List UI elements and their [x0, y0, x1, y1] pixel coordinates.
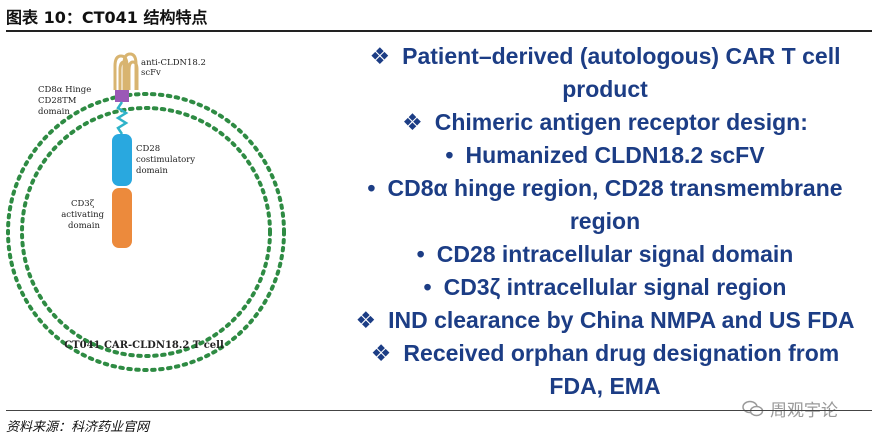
car-t-cell-diagram: anti-CLDN18.2 scFv CD8α Hinge CD28TM dom…: [6, 52, 286, 372]
dot-bullet-icon: •: [445, 142, 454, 168]
diamond-bullet-icon: ❖: [402, 109, 423, 135]
watermark: 周观宇论: [742, 396, 838, 421]
diamond-bullet-icon: ❖: [370, 340, 392, 366]
watermark-text: 周观宇论: [770, 401, 838, 421]
cd28-costim-block: [112, 134, 132, 186]
scfv-icon: [113, 52, 139, 90]
dot-bullet-icon: •: [423, 274, 432, 300]
dot-bullet-icon: •: [416, 241, 425, 267]
cell-name-label: CT041 CAR-CLDN18.2 T cell: [64, 340, 224, 351]
hinge-label: CD8α Hinge CD28TM domain: [38, 85, 94, 117]
cd8a-hinge-block: [115, 90, 129, 102]
feature-sub-item: •CD28 intracellular signal domain: [416, 241, 794, 267]
source-note: 资料来源：科济药业官网: [6, 420, 150, 435]
cell-membrane-inner: [20, 106, 272, 358]
bottom-divider: [6, 410, 872, 411]
cd3z-activating-block: [112, 188, 132, 248]
feature-sub-item: •Humanized CLDN18.2 scFV: [445, 142, 765, 168]
cell-membrane-outer: [6, 92, 286, 372]
top-divider: [6, 30, 872, 32]
cd28-tm-zigzag: [115, 101, 129, 135]
feature-list: ❖Patient–derived (autologous) CAR T cell…: [332, 40, 878, 403]
diamond-bullet-icon: ❖: [369, 43, 391, 69]
costim-label: CD28 costimulatory domain: [136, 144, 198, 176]
activating-label: CD3ζ activating domain: [61, 199, 107, 231]
feature-sub-item: •CD3ζ intracellular signal region: [423, 274, 787, 300]
feature-item: ❖Patient–derived (autologous) CAR T cell…: [369, 43, 841, 102]
diamond-bullet-icon: ❖: [355, 307, 377, 333]
figure-title: 图表 10：CT041 结构特点: [6, 8, 208, 27]
feature-item: ❖IND clearance by China NMPA and US FDA: [355, 307, 855, 333]
dot-bullet-icon: •: [367, 175, 376, 201]
wechat-icon: [742, 400, 764, 416]
scfv-label: anti-CLDN18.2 scFv: [141, 58, 209, 78]
feature-item: ❖Chimeric antigen receptor design:: [402, 109, 808, 135]
